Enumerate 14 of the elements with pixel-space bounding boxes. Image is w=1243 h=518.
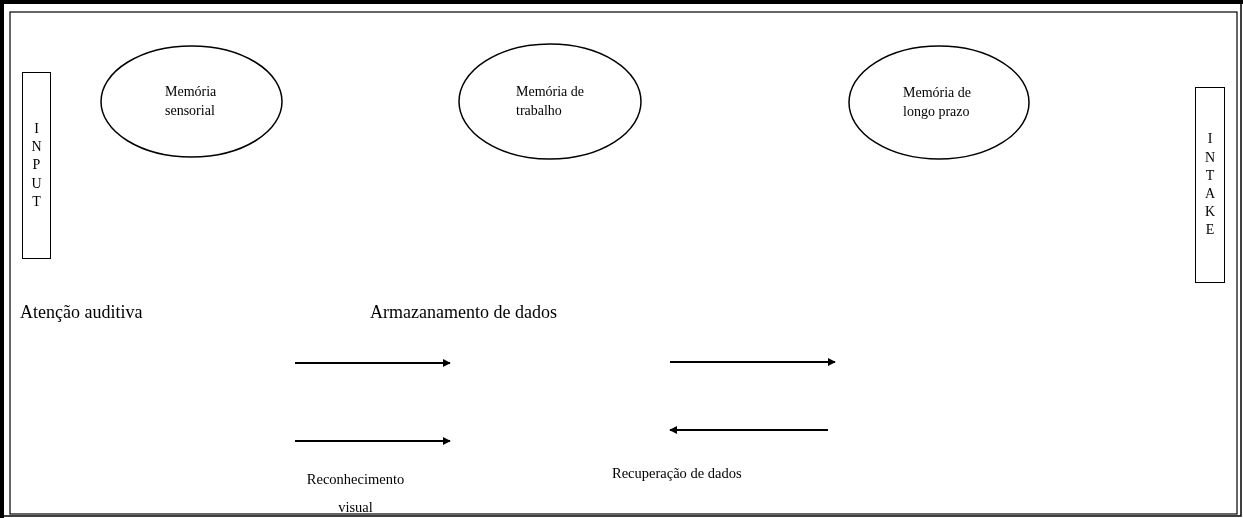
vertical-text-box [1195, 87, 1225, 283]
node-label: INTAKE [1203, 130, 1217, 240]
memory-ellipse [100, 45, 283, 158]
text-label: Atenção auditiva [20, 302, 144, 324]
memory-ellipse [848, 45, 1030, 160]
node-label: Memória sensorial [165, 82, 218, 120]
node-label: Memória de longo prazo [903, 83, 973, 121]
node-label: INPUT [30, 120, 43, 211]
text-label: Armazanamento de dados [370, 302, 558, 324]
text-label: Reconhecimento visual [305, 470, 406, 517]
node-label: Memória de trabalho [516, 82, 586, 120]
memory-ellipse [458, 43, 642, 160]
text-label: Recuperação de dados [612, 465, 743, 483]
vertical-text-box [22, 72, 51, 259]
